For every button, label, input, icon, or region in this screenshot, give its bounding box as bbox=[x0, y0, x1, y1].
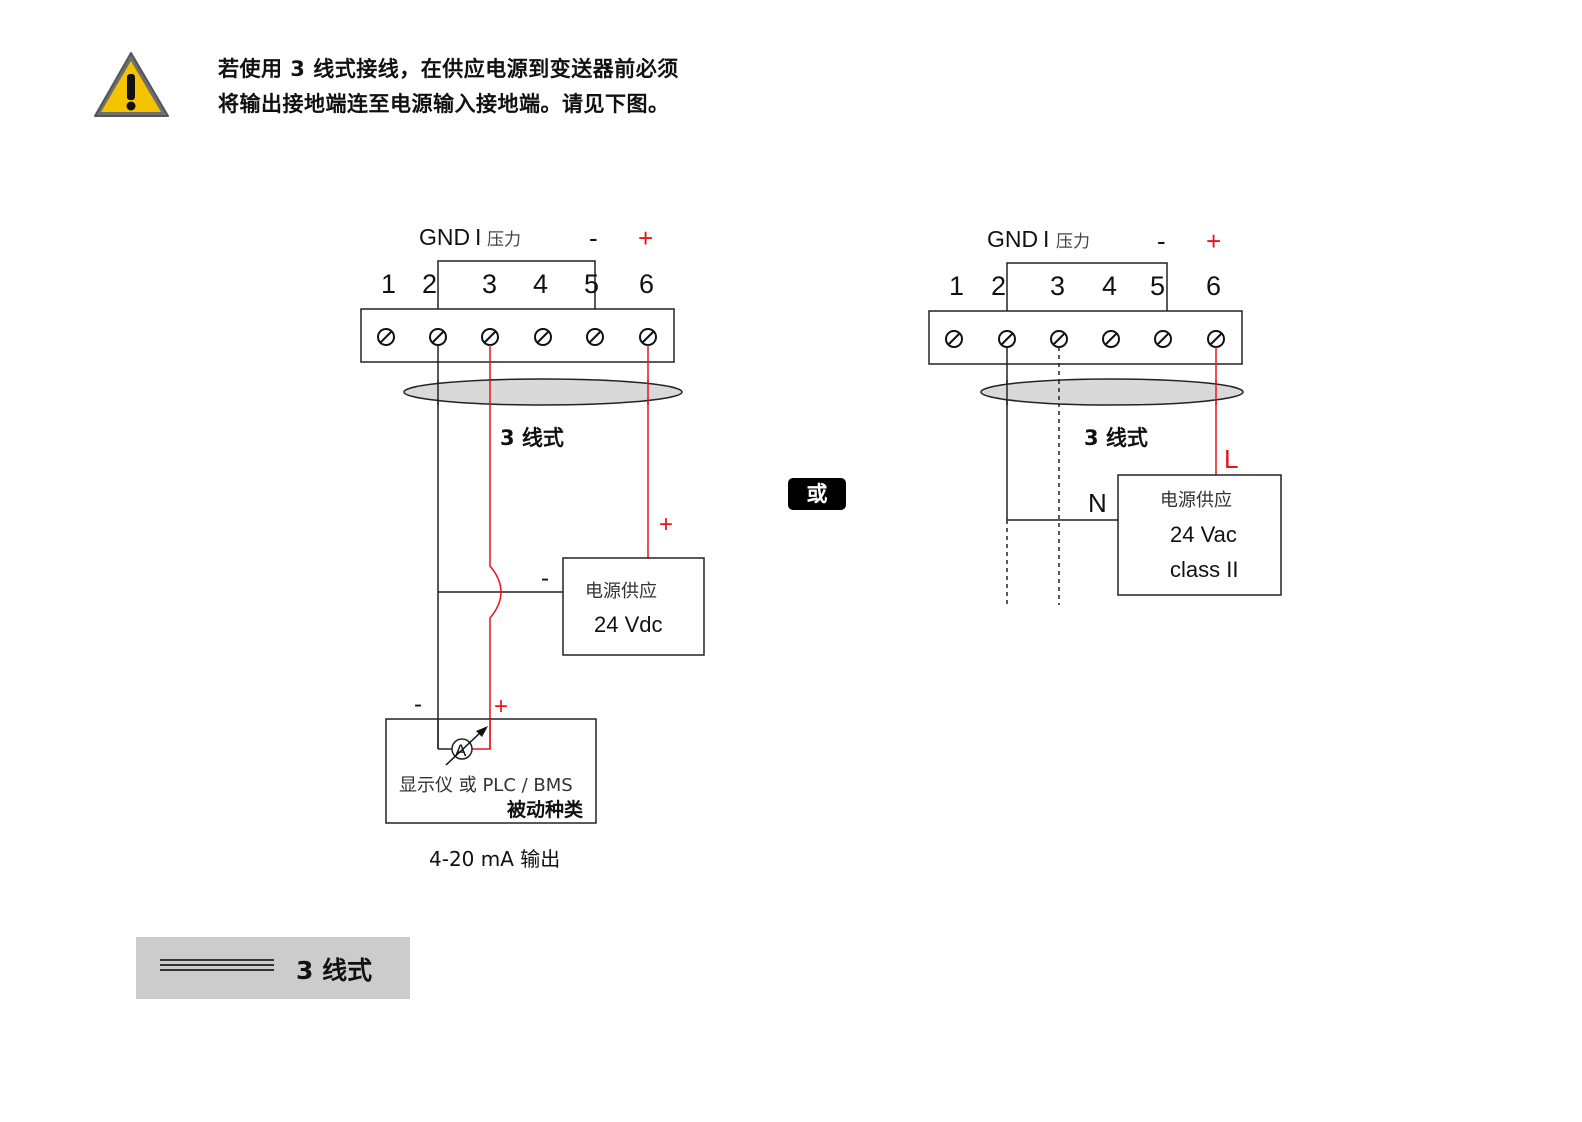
right-terminal-screws bbox=[945, 330, 1225, 348]
left-device-sub: 被动种类 bbox=[507, 798, 583, 821]
left-terminal-number: 2 bbox=[422, 269, 437, 299]
right-header-i: I bbox=[1043, 226, 1049, 252]
or-badge: 或 bbox=[788, 478, 846, 510]
left-header-i: I bbox=[475, 224, 481, 250]
left-power-supply-box bbox=[562, 557, 705, 656]
left-supply-plus: + bbox=[659, 511, 673, 538]
right-terminal-number: 3 bbox=[1050, 271, 1065, 301]
right-cable-label: 3 线式 bbox=[1084, 426, 1148, 450]
right-line-label: L bbox=[1224, 444, 1238, 474]
three-wire-icon bbox=[160, 959, 274, 974]
right-header-minus: - bbox=[1157, 226, 1166, 256]
right-supply-voltage: 24 Vac bbox=[1170, 522, 1237, 547]
warning-triangle-icon bbox=[94, 52, 169, 117]
left-terminal-screws bbox=[377, 328, 657, 346]
legend-3-wire: 3 线式 bbox=[136, 937, 410, 999]
left-terminal-number: 6 bbox=[639, 269, 654, 299]
left-terminal-number: 4 bbox=[533, 269, 548, 299]
right-neutral-label: N bbox=[1088, 488, 1107, 518]
left-header-pressure: 压力 bbox=[487, 230, 521, 250]
ammeter-icon: A bbox=[445, 726, 488, 766]
left-output-label: 4-20 mA 输出 bbox=[429, 847, 560, 871]
right-cable-sheath bbox=[980, 378, 1244, 406]
right-terminal-number: 4 bbox=[1102, 271, 1117, 301]
right-terminal-number: 2 bbox=[991, 271, 1006, 301]
left-terminal-number: 1 bbox=[381, 269, 396, 299]
left-meter-plus: + bbox=[494, 693, 508, 720]
right-supply-class: class II bbox=[1170, 557, 1238, 582]
right-terminal-number: 1 bbox=[949, 271, 964, 301]
right-header-plus: + bbox=[1206, 226, 1221, 256]
left-terminal-block bbox=[360, 308, 675, 363]
warning-line-1: 若使用 3 线式接线，在供应电源到变送器前必须 bbox=[218, 57, 679, 81]
left-device-box bbox=[385, 718, 597, 824]
left-supply-voltage: 24 Vdc bbox=[594, 612, 663, 637]
right-header-pressure: 压力 bbox=[1056, 232, 1090, 252]
right-terminal-block bbox=[928, 310, 1243, 365]
right-terminal-number: 6 bbox=[1206, 271, 1221, 301]
left-device-label: 显示仪 或 PLC / BMS bbox=[399, 775, 573, 796]
left-diagram: GND I 压力 - + 1 2 3 4 5 6 bbox=[360, 223, 705, 871]
left-header-gnd: GND bbox=[419, 224, 470, 250]
left-supply-minus: - bbox=[541, 565, 549, 592]
right-power-supply-box bbox=[1117, 474, 1282, 596]
warning-message: 若使用 3 线式接线，在供应电源到变送器前必须 将输出接地端连至电源输入接地端。… bbox=[218, 52, 679, 122]
left-header-plus: + bbox=[638, 223, 653, 253]
left-meter-minus: - bbox=[414, 691, 422, 718]
left-terminal-number: 5 bbox=[584, 269, 599, 299]
legend-label: 3 线式 bbox=[296, 956, 373, 985]
warning-line-2: 将输出接地端连至电源输入接地端。请见下图。 bbox=[218, 92, 670, 116]
right-supply-title: 电源供应 bbox=[1160, 490, 1232, 511]
left-supply-title: 电源供应 bbox=[585, 581, 657, 602]
left-header-minus: - bbox=[589, 223, 598, 253]
right-terminal-number: 5 bbox=[1150, 271, 1165, 301]
left-terminal-number: 3 bbox=[482, 269, 497, 299]
right-diagram: GND I 压力 - + 1 2 3 4 5 6 3 线式 L bbox=[928, 226, 1282, 605]
left-cable-sheath bbox=[403, 378, 683, 406]
right-header-gnd: GND bbox=[987, 226, 1038, 252]
left-cable-label: 3 线式 bbox=[500, 426, 564, 450]
